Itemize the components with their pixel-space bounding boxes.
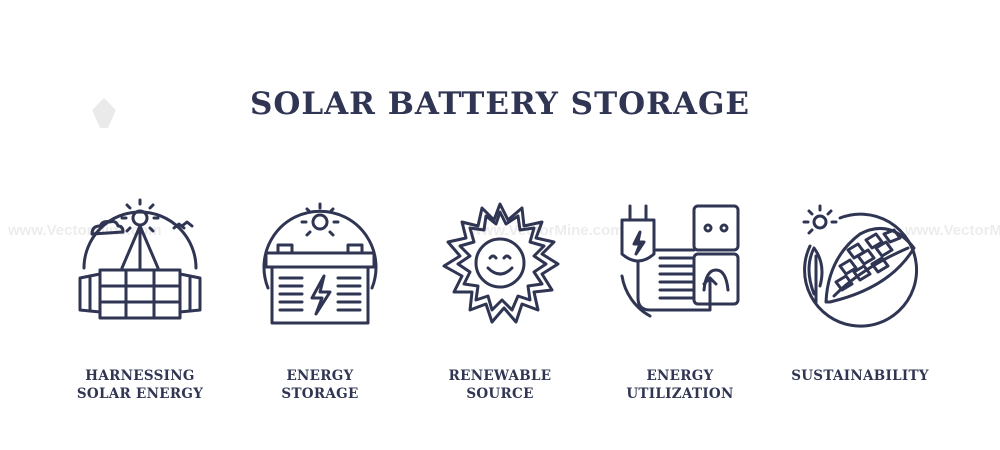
caption-line: ENERGY bbox=[286, 368, 354, 384]
caption-harnessing: HARNESSING SOLAR ENERGY bbox=[50, 367, 230, 403]
caption-line: ENERGY bbox=[646, 368, 714, 384]
caption-line: SOURCE bbox=[466, 386, 534, 402]
watermark-right: www.VectorMine.com bbox=[905, 222, 1000, 239]
page-title: SOLAR BATTERY STORAGE bbox=[249, 86, 751, 122]
watermark-center: www.VectorMine.com bbox=[470, 222, 624, 239]
caption-line: SOLAR ENERGY bbox=[76, 386, 204, 402]
caption-utilization: ENERGY UTILIZATION bbox=[590, 367, 770, 403]
caption-line: RENEWABLE bbox=[448, 368, 552, 384]
caption-line: UTILIZATION bbox=[626, 386, 734, 402]
leaf-solar-icon bbox=[790, 198, 930, 328]
solar-panel-sun-icon bbox=[70, 198, 210, 328]
caption-line: HARNESSING bbox=[85, 368, 195, 384]
caption-energy-storage: ENERGY STORAGE bbox=[230, 367, 410, 403]
plug-socket-icon bbox=[610, 198, 750, 328]
caption-sustainability: SUSTAINABILITY bbox=[770, 367, 950, 385]
caption-line: STORAGE bbox=[281, 386, 359, 402]
watermark-logo-icon bbox=[92, 98, 116, 128]
caption-renewable: RENEWABLE SOURCE bbox=[410, 367, 590, 403]
battery-sun-icon bbox=[250, 198, 390, 328]
caption-line: SUSTAINABILITY bbox=[791, 368, 929, 384]
smiling-sun-icon bbox=[430, 198, 570, 328]
watermark-left: www.VectorMine.com bbox=[8, 222, 162, 239]
